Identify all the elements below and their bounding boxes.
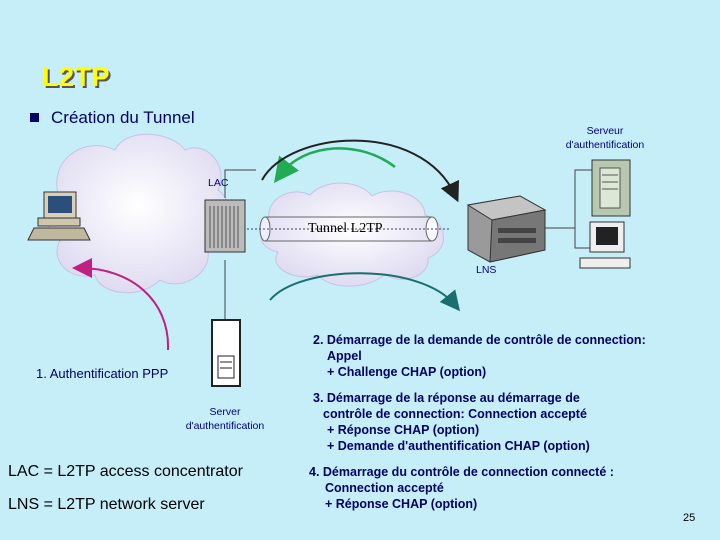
auth-server-tower-icon	[591, 159, 631, 217]
lns-server-icon	[466, 195, 547, 263]
tunnel-pipe	[243, 216, 450, 242]
step-2-line: 2. Démarrage de la demande de contrôle d…	[313, 333, 646, 347]
bullet-item: Création du Tunnel	[30, 108, 195, 128]
network-cloud-center	[260, 182, 444, 287]
lns-label: LNS	[476, 264, 497, 276]
tunnel-label: Tunnel L2TP	[308, 221, 383, 236]
client-pc-icon	[27, 191, 91, 241]
bottom-server-icon	[211, 319, 241, 387]
step-4-line: + Réponse CHAP (option)	[325, 497, 478, 511]
auth-server-label-line1: Serveur	[586, 125, 624, 137]
server-auth-label-line1: Server	[209, 406, 241, 418]
lns-definition: LNS = L2TP network server	[8, 496, 205, 513]
step-3-text: 3. Démarrage de la réponse au démarrage …	[313, 390, 590, 454]
lac-label: LAC	[208, 177, 229, 189]
auth-ppp-label: 1. Authentification PPP	[36, 366, 169, 381]
step-2-line: + Challenge CHAP (option)	[327, 365, 487, 379]
monitor-icon	[579, 221, 631, 269]
bullet-text: Création du Tunnel	[51, 108, 195, 127]
step-4-line: 4. Démarrage du contrôle de connection c…	[309, 465, 614, 479]
teal-arrow-bottom	[269, 272, 461, 312]
server-auth-label: Server d'authentification	[165, 405, 285, 433]
auth-server-label-top: Serveur d'authentification	[540, 124, 670, 152]
black-arrow-top	[261, 139, 459, 203]
step-3-line: 3. Démarrage de la réponse au démarrage …	[313, 391, 580, 405]
step-3-line: + Demande d'authentification CHAP (optio…	[327, 439, 590, 453]
green-arrow	[273, 147, 396, 183]
auth-server-label-line2: d'authentification	[565, 139, 645, 151]
magenta-arrow	[72, 258, 170, 351]
step-2-text: 2. Démarrage de la demande de contrôle d…	[313, 332, 646, 380]
network-links	[224, 169, 592, 320]
page-number: 25	[683, 512, 696, 524]
server-auth-label-line2: d'authentification	[185, 420, 265, 432]
step-3-line: + Réponse CHAP (option)	[327, 423, 480, 437]
page-title: L2TP	[42, 62, 111, 92]
step-3-line: contrôle de connection: Connection accep…	[323, 407, 587, 421]
bullet-square-icon	[30, 113, 39, 122]
lac-router-icon	[204, 199, 246, 253]
step-4-text: 4. Démarrage du contrôle de connection c…	[309, 464, 614, 512]
step-2-line: Appel	[327, 349, 362, 363]
step-4-line: Connection accepté	[325, 481, 444, 495]
lac-definition: LAC = L2TP access concentrator	[8, 463, 243, 480]
